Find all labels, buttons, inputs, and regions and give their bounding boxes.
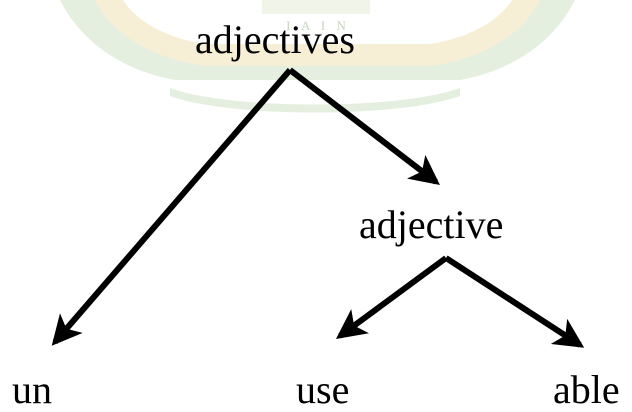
child-node-label: adjective [359,202,504,247]
edge-adjective-to-able [444,255,585,348]
leaf-node-able: able [553,367,620,412]
edge-root-to-un [51,68,293,346]
edge-adjective-to-use [335,255,448,339]
root-node-label: adjectives [195,17,355,62]
leaf-node-use: use [296,367,350,412]
edge-root-to-adjective [288,67,440,186]
leaf-node-un: un [12,367,52,412]
